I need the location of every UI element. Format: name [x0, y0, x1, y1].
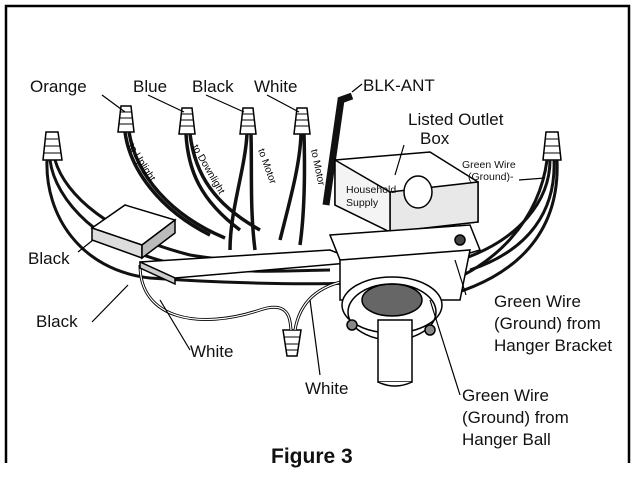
wires-top: [123, 131, 307, 251]
label-listed-outlet: Listed Outlet: [408, 110, 504, 129]
label-black-lower: Black: [36, 312, 78, 331]
label-orange: Orange: [30, 77, 87, 96]
wire-nut-white-bottom: [282, 329, 302, 357]
wire-nut-orange: [117, 105, 135, 133]
label-gw-ball-1: Green Wire: [462, 386, 549, 405]
label-ground-top: (Ground)-: [468, 171, 514, 183]
label-blue: Blue: [133, 77, 168, 96]
figure-border: [4, 4, 631, 463]
label-supply: Supply: [346, 197, 379, 209]
label-gw-ball-3: Hanger Ball: [462, 430, 551, 449]
label-gw-bracket-2: (Ground) from: [494, 314, 601, 333]
label-gw-bracket-1: Green Wire: [494, 292, 581, 311]
label-gw-ball-2: (Ground) from: [462, 408, 569, 427]
label-box: Box: [420, 129, 450, 148]
wire-nut-left: [42, 131, 63, 161]
label-household: Household: [346, 184, 397, 196]
figure-caption: Figure 3: [271, 445, 353, 468]
mounting-plate: [139, 249, 361, 286]
label-white-lower: White: [190, 342, 234, 361]
label-black-left: Black: [28, 249, 70, 268]
wire-nut-right: [542, 131, 562, 161]
leader-lines: [77, 83, 546, 396]
label-white-bottom: White: [305, 379, 349, 398]
to-motor-label-1: to Motor: [255, 147, 278, 186]
hanger-bracket: [339, 234, 471, 341]
label-blk-ant: BLK-ANT: [363, 76, 435, 95]
wire-nut-black: [239, 107, 257, 135]
downrod: [377, 319, 413, 387]
connector-block: [90, 204, 177, 260]
label-gw-bracket-3: Hanger Bracket: [494, 336, 613, 355]
label-black-top: Black: [192, 77, 234, 96]
to-motor-label-2: to Motor: [308, 148, 327, 187]
antenna-wire: [322, 92, 354, 206]
wire-nut-blue: [178, 107, 196, 135]
label-green-wire-top: Green Wire: [462, 159, 516, 171]
label-white-top: White: [254, 77, 298, 96]
to-downlight-label: to Downlight: [189, 143, 226, 196]
wire-nut-white: [293, 107, 311, 135]
